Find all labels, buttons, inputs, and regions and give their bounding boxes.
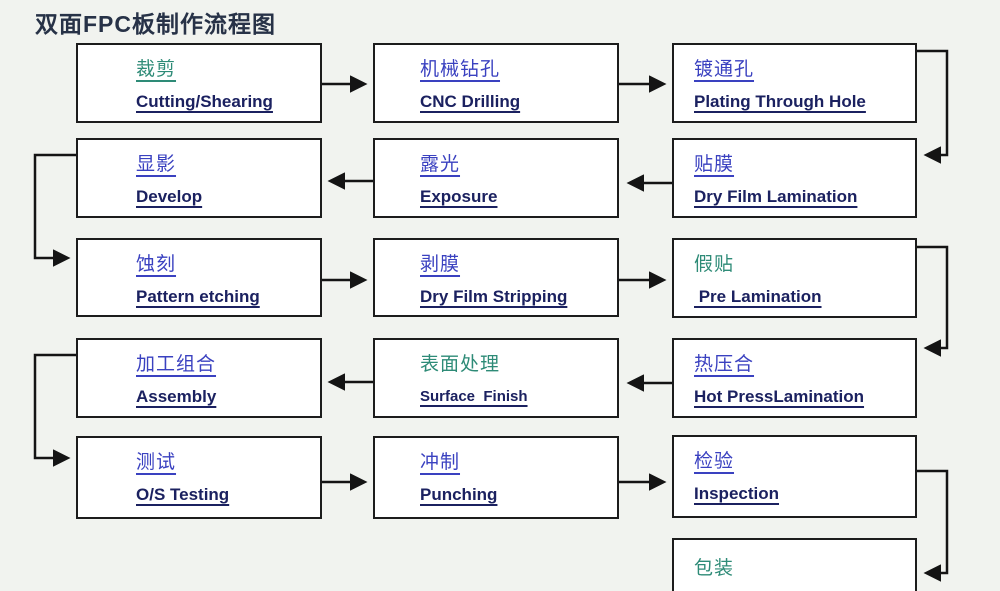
connector-assembly-to-testing <box>33 353 76 467</box>
connector-inspection-to-packing <box>917 469 949 582</box>
flow-box-develop: 显影 Develop <box>76 138 322 218</box>
packing-zh-label: 包装 <box>694 558 735 579</box>
flow-box-dry-film-stripping: 剥膜 Dry Film Stripping <box>373 238 619 317</box>
etching-en-label: Pattern etching <box>136 287 260 306</box>
connector-plating-to-lamination <box>917 49 949 164</box>
flow-box-cnc-drilling: 机械钻孔 CNC Drilling <box>373 43 619 123</box>
flow-box-punching: 冲制 Punching <box>373 436 619 519</box>
cnc-drilling-zh-label: 机械钻孔 <box>420 59 501 80</box>
hot-press-en-label: Hot PressLamination <box>694 387 865 406</box>
flow-box-assembly: 加工组合 Assembly <box>76 338 322 418</box>
pre-lamination-en-label: Pre Lamination <box>694 287 822 306</box>
flow-box-plating-through-hole: 镀通孔 Plating Through Hole <box>672 43 917 123</box>
flow-box-packing: 包装 <box>672 538 917 591</box>
surface-finish-en-label: Surface Finish <box>420 388 528 405</box>
stripping-en-label: Dry Film Stripping <box>420 287 568 306</box>
develop-en-label: Develop <box>136 187 203 206</box>
testing-zh-label: 测试 <box>136 452 177 473</box>
inspection-en-label: Inspection <box>694 484 780 503</box>
flow-box-exposure: 露光 Exposure <box>373 138 619 218</box>
flow-box-dry-film-lamination: 贴膜 Dry Film Lamination <box>672 138 917 218</box>
flow-box-surface-finish: 表面处理 Surface Finish <box>373 338 619 418</box>
cutting-en-label: Cutting/Shearing <box>136 92 273 111</box>
page-title: 双面FPC板制作流程图 <box>35 11 276 37</box>
flow-box-inspection: 检验 Inspection <box>672 435 917 518</box>
assembly-en-label: Assembly <box>136 387 217 406</box>
exposure-zh-label: 露光 <box>420 154 461 175</box>
flow-box-cutting: 裁剪 Cutting/Shearing <box>76 43 322 123</box>
plating-zh-label: 镀通孔 <box>694 59 755 80</box>
punching-en-label: Punching <box>420 485 498 504</box>
connector-prelam-to-hotpress <box>917 245 949 357</box>
flow-box-hot-press-lamination: 热压合 Hot PressLamination <box>672 338 917 418</box>
connector-develop-to-etching <box>33 153 76 267</box>
testing-en-label: O/S Testing <box>136 485 230 504</box>
dry-film-lamination-en-label: Dry Film Lamination <box>694 187 858 206</box>
exposure-en-label: Exposure <box>420 187 498 206</box>
dry-film-lamination-zh-label: 贴膜 <box>694 154 735 175</box>
flow-box-pattern-etching: 蚀刻 Pattern etching <box>76 238 322 317</box>
hot-press-zh-label: 热压合 <box>694 354 755 375</box>
develop-zh-label: 显影 <box>136 154 177 175</box>
pre-lamination-zh-label: 假贴 <box>694 254 735 275</box>
inspection-zh-label: 检验 <box>694 451 735 472</box>
cutting-zh-label: 裁剪 <box>136 59 177 80</box>
flow-box-pre-lamination: 假贴 Pre Lamination <box>672 238 917 318</box>
flow-box-os-testing: 测试 O/S Testing <box>76 436 322 519</box>
assembly-zh-label: 加工组合 <box>136 354 217 375</box>
plating-en-label: Plating Through Hole <box>694 92 866 111</box>
punching-zh-label: 冲制 <box>420 452 461 473</box>
surface-finish-zh-label: 表面处理 <box>420 354 501 375</box>
etching-zh-label: 蚀刻 <box>136 254 177 275</box>
stripping-zh-label: 剥膜 <box>420 254 461 275</box>
cnc-drilling-en-label: CNC Drilling <box>420 92 521 111</box>
